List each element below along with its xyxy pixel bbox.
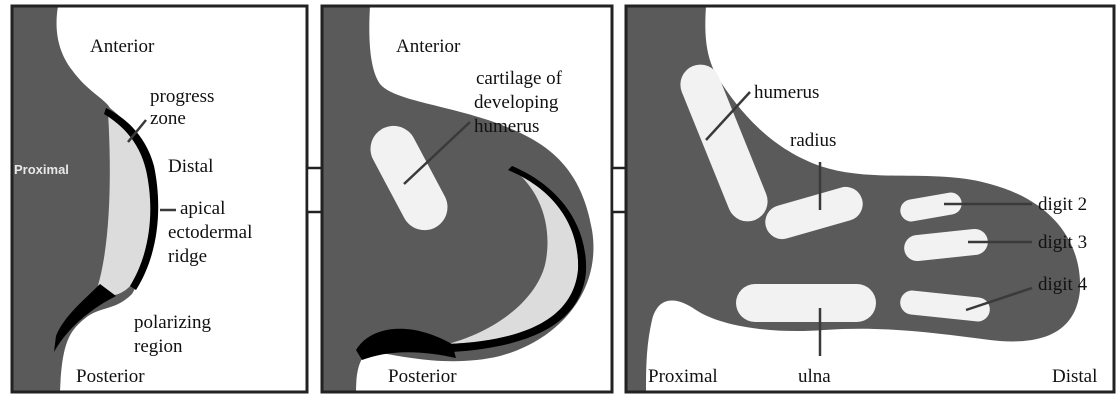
panel-1-ridge-label-2: ectodermal (168, 222, 252, 243)
panel-1-progress-label-2: zone (150, 108, 186, 129)
panel-1-ridge-label-3: ridge (168, 246, 207, 267)
panel-1-polarizing-label-2: region (134, 336, 183, 357)
panel-2-cartilage-label-3: humerus (474, 116, 539, 137)
panel-stage-2: Anterior cartilage of developing humerus… (322, 6, 612, 392)
panel-stage-1: Anterior Proximal progress zone Distal a… (12, 6, 307, 392)
panel-3-distal-label: Distal (1052, 366, 1097, 387)
panel-1-posterior-label: Posterior (76, 366, 145, 387)
panel-3-radius-label: radius (790, 130, 836, 151)
panel-3-digit-3-label: digit 3 (1038, 232, 1087, 253)
panel-stage-3: humerus radius ulna digit 2 digit 3 digi… (626, 6, 1114, 392)
panel-1-proximal-label: Proximal (14, 162, 69, 177)
panel-3-ulna-bone (736, 284, 876, 322)
panel-3-digit-4-label: digit 4 (1038, 274, 1088, 295)
panel-3-digit-2-label: digit 2 (1038, 194, 1087, 215)
panel-3-ulna-label: ulna (798, 366, 831, 387)
panel-1-polarizing-label-1: polarizing (134, 312, 212, 333)
panel-3-proximal-label: Proximal (648, 366, 718, 387)
panel-1-anterior-label: Anterior (90, 36, 155, 57)
panel-2-anterior-label: Anterior (396, 36, 461, 57)
panel-2-posterior-label: Posterior (388, 366, 457, 387)
panel-1-progress-label-1: progress (150, 86, 214, 107)
panel-3-humerus-label: humerus (754, 82, 819, 103)
panel-1-ridge-label-1: apical (180, 198, 225, 219)
panel-2-cartilage-label-1: cartilage of (476, 68, 563, 89)
panel-2-cartilage-label-2: developing (474, 92, 559, 113)
panel-1-distal-label: Distal (168, 156, 213, 177)
